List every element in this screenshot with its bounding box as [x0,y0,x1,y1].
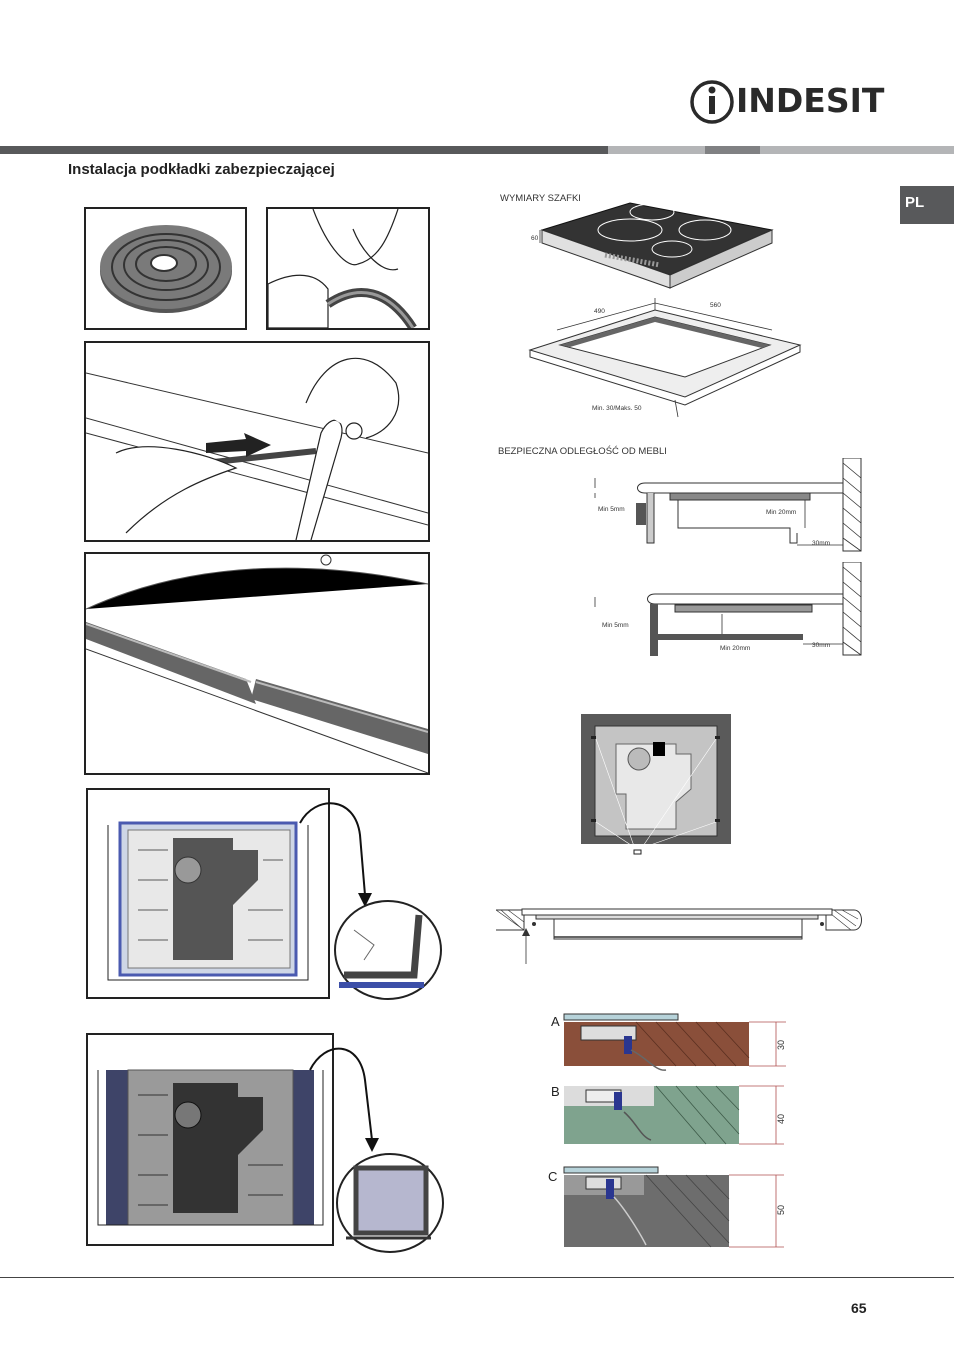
peel-backing-figure [266,207,430,331]
footer-rule [0,1277,954,1278]
seal-coil-figure [84,207,247,330]
dim-height: 60 [531,235,539,242]
brand-logo: INDESIT [690,78,884,126]
clearance-bottom-wall: 30mm [812,642,830,649]
seal-corner-zoom-top [334,900,442,1000]
brand-name: INDESIT [736,81,885,120]
worktop-a-thickness: 30 [776,1040,786,1050]
worktop-c-letter: C [548,1169,557,1184]
dim-width: 560 [710,302,721,309]
clearance-top-wall: 30mm [812,540,830,547]
clearance-diagram-top: Min 5mm Min 20mm 30mm [590,457,862,553]
indesit-logo-icon [690,80,734,124]
language-tab: PL [900,186,954,224]
hob-underside-dark-figure [86,1033,334,1246]
worktop-b-letter: B [551,1084,560,1099]
worktop-b: B 40 [546,1082,796,1146]
page-number: 65 [851,1300,867,1316]
worktop-a-letter: A [551,1014,560,1029]
zoom-arrow-bottom [300,1040,390,1160]
clearance-top-gap: Min 5mm [598,506,625,513]
seal-closeup-figure [84,552,430,775]
apply-seal-figure [84,341,430,542]
worktop-b-thickness: 40 [776,1114,786,1124]
hob-underside-seal-figure [86,788,330,999]
hob-clips-figure [581,714,731,856]
zoom-arrow-top [290,795,380,915]
cabinet-heading: WYMIARY SZAFKI [500,193,581,204]
clearance-heading: BEZPIECZNA ODLEGŁOŚĆ OD MEBLI [498,446,667,457]
dim-worktop: Min. 30/Maks. 50 [592,405,642,412]
hob-cross-section [495,904,864,966]
cabinet-dimensions-diagram: 60 490 560 Min. 30/Maks. 50 [500,195,810,425]
seal-corner-zoom-bottom [336,1153,444,1253]
section-title: Instalacja podkładki zabezpieczającej [68,161,335,178]
header-bar [0,146,954,154]
worktop-a: A 30 [546,1012,796,1074]
worktop-c-thickness: 50 [776,1205,786,1215]
clearance-bottom-gap: Min 5mm [602,622,629,629]
clearance-diagram-bottom: Min 5mm Min 20mm 30mm [590,561,862,658]
worktop-c: C 50 [546,1165,796,1255]
clearance-top-depth: Min 20mm [766,509,796,516]
clearance-bottom-depth: Min 20mm [720,645,750,652]
dim-depth: 490 [594,308,605,315]
